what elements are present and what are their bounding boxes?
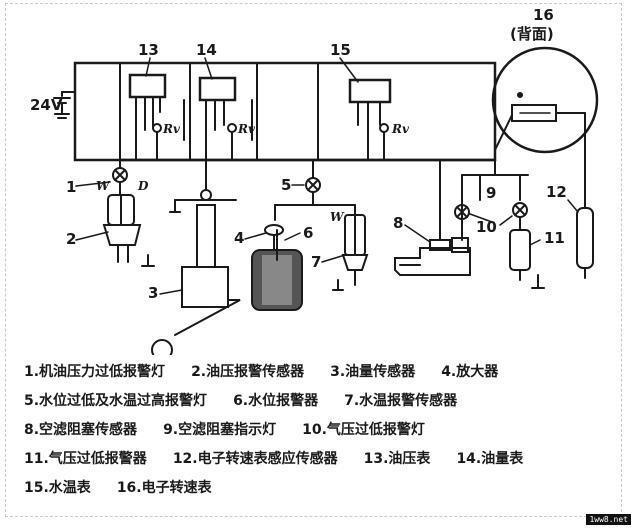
callout-2: 2: [66, 230, 76, 248]
legend-item: 11.气压过低报警器: [24, 451, 147, 467]
tachometer-pickup-sensor: [576, 207, 594, 279]
oil-pressure-sensor: [102, 194, 155, 267]
wiring-diagram: 24V Rv Rv Rv W D: [30, 6, 599, 355]
instrument-panel: [73, 61, 497, 162]
electronic-tachometer: [491, 46, 599, 154]
legend-item: 4.放大器: [441, 364, 499, 380]
svg-text:D: D: [137, 179, 149, 193]
amplifier: [264, 224, 284, 236]
svg-text:W: W: [330, 210, 345, 224]
callout-16: 16: [533, 6, 554, 24]
legend-item: 13.油压表: [363, 451, 431, 467]
callout-7: 7: [311, 253, 321, 271]
oil-pressure-gauge: [128, 73, 167, 99]
legend-item: 15.水温表: [24, 480, 91, 496]
svg-text:Rv: Rv: [162, 122, 181, 136]
legend: 1.机油压力过低报警灯 2.油压报警传感器 3.油量传感器 4.放大器 5.水位…: [24, 358, 614, 503]
callout-14: 14: [196, 41, 217, 59]
legend-item: 1.机油压力过低报警灯: [24, 364, 166, 380]
callout-8: 8: [393, 214, 403, 232]
callout-9: 9: [486, 184, 496, 202]
callout-3: 3: [148, 284, 158, 302]
callout-6: 6: [303, 224, 313, 242]
legend-item: 3.油量传感器: [330, 364, 416, 380]
legend-item: 2.油压报警传感器: [191, 364, 305, 380]
callout-12: 12: [546, 183, 567, 201]
legend-item: 16.电子转速表: [116, 480, 212, 496]
legend-item: 14.油量表: [456, 451, 524, 467]
air-pressure-alarm: [509, 229, 545, 289]
legend-item: 5.水位过低及水温过高报警灯: [24, 393, 208, 409]
legend-item: 9.空滤阻塞指示灯: [163, 422, 277, 438]
legend-row: 15.水温表 16.电子转速表: [24, 474, 614, 503]
callout-1: 1: [66, 178, 76, 196]
legend-row: 1.机油压力过低报警灯 2.油压报警传感器 3.油量传感器 4.放大器: [24, 358, 614, 387]
callout-4: 4: [234, 229, 244, 247]
callout-13: 13: [138, 41, 159, 59]
legend-item: 7.水温报警传感器: [344, 393, 458, 409]
callout-10: 10: [476, 218, 497, 236]
callout-numbers: 1 2 3 4 5 6 7 8 9 10 11 12 13 14 15 16 (…: [66, 6, 567, 302]
fuel-level-gauge: [198, 76, 237, 102]
water-temperature-gauge: [348, 78, 392, 104]
fuel-level-sensor: [151, 159, 241, 355]
legend-item: 6.水位报警器: [233, 393, 319, 409]
callout-5: 5: [281, 176, 291, 194]
legend-row: 11.气压过低报警器 12.电子转速表感应传感器 13.油压表 14.油量表: [24, 445, 614, 474]
legend-row: 8.空滤阻塞传感器 9.空滤阻塞指示灯 10.气压过低报警灯: [24, 416, 614, 445]
figure-frame: [5, 3, 622, 517]
svg-text:Rv: Rv: [237, 122, 256, 136]
legend-item: 12.电子转速表感应传感器: [172, 451, 338, 467]
legend-row: 5.水位过低及水温过高报警灯 6.水位报警器 7.水温报警传感器: [24, 387, 614, 416]
svg-text:W: W: [96, 179, 111, 193]
svg-text:Rv: Rv: [391, 122, 410, 136]
site-watermark: 1ww8.net: [586, 514, 631, 525]
callout-11: 11: [544, 229, 565, 247]
water-level-alarm: [251, 229, 303, 311]
meter-back-note: (背面): [510, 25, 554, 43]
water-temperature-sensor: [332, 214, 369, 291]
callout-15: 15: [330, 41, 351, 59]
air-filter-indicator-lamp: [454, 204, 470, 220]
air-filter-clog-sensor: [394, 237, 471, 276]
legend-item: 8.空滤阻塞传感器: [24, 422, 138, 438]
legend-item: 10.气压过低报警灯: [302, 422, 425, 438]
supply-label: 24V: [30, 96, 63, 114]
